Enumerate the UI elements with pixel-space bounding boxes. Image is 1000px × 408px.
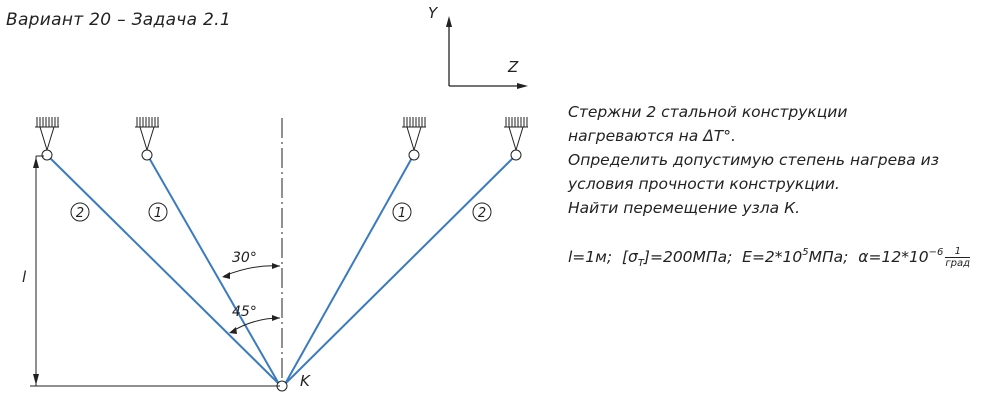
param-frac-den: град [945, 258, 971, 269]
z-axis-label: Z [507, 58, 519, 76]
given-parameters: l=1м; [σT]=200МПа; E=2*105МПа; α=12*10−6… [568, 246, 971, 269]
support-3 [402, 117, 426, 161]
rod-label-right-2: 2 [478, 206, 486, 221]
rods [47, 155, 516, 385]
problem-statement: Стержни 2 стальной конструкции нагревают… [568, 100, 998, 220]
rod-right-2 [284, 155, 516, 385]
angle-30-label: 30° [232, 250, 257, 266]
rod-label-circle [472, 202, 492, 222]
rod-label-left-2: 2 [76, 206, 84, 221]
problem-line-3: Определить допустимую степень нагрева из [568, 151, 939, 169]
rod-label-circle [148, 202, 168, 222]
z-axis-arrow [517, 83, 528, 89]
param-e-base: E=2*10 [742, 248, 803, 266]
param-length: l=1м; [568, 248, 613, 266]
y-axis-arrow [446, 16, 452, 27]
supports [35, 117, 528, 161]
param-alpha-exp: −6 [928, 247, 944, 258]
variant-title: Вариант 20 – Задача 2.1 [6, 10, 231, 30]
param-sigma-sub: T [637, 258, 644, 269]
rod-labels [70, 202, 492, 222]
param-e-unit: МПа; [808, 248, 849, 266]
angle-45-label: 45° [232, 304, 257, 320]
support-1 [35, 117, 59, 161]
rod-label-left-1: 1 [154, 206, 162, 221]
problem-line-5: Найти перемещение узла К. [568, 199, 801, 217]
angle-30-arc [223, 265, 281, 277]
support-4 [504, 117, 528, 161]
problem-line-2: нагреваются на ΔT°. [568, 127, 736, 145]
dimension-l [30, 155, 280, 387]
rod-label-circle [70, 202, 90, 222]
rod-left-1 [147, 155, 280, 385]
y-axis-label: Y [428, 4, 439, 22]
rod-left-2 [47, 155, 280, 385]
support-2 [135, 117, 159, 161]
param-alpha-base: α=12*10 [858, 248, 929, 266]
param-frac-num: 1 [945, 246, 971, 258]
coordinate-axes [446, 16, 528, 89]
rod-right-1 [284, 155, 414, 385]
dimension-l-label: l [22, 268, 27, 286]
angle-arcs [222, 263, 281, 334]
param-sigma-close: ]=200МПа; [643, 248, 733, 266]
problem-line-4: условия прочности конструкции. [568, 175, 840, 193]
rod-label-circle [392, 202, 412, 222]
param-e-exp: 5 [802, 247, 809, 258]
rod-label-right-1: 1 [398, 206, 406, 221]
problem-line-1: Стержни 2 стальной конструкции [568, 103, 848, 121]
param-sigma-open: [σ [621, 248, 638, 266]
node-k-label: K [300, 372, 311, 390]
